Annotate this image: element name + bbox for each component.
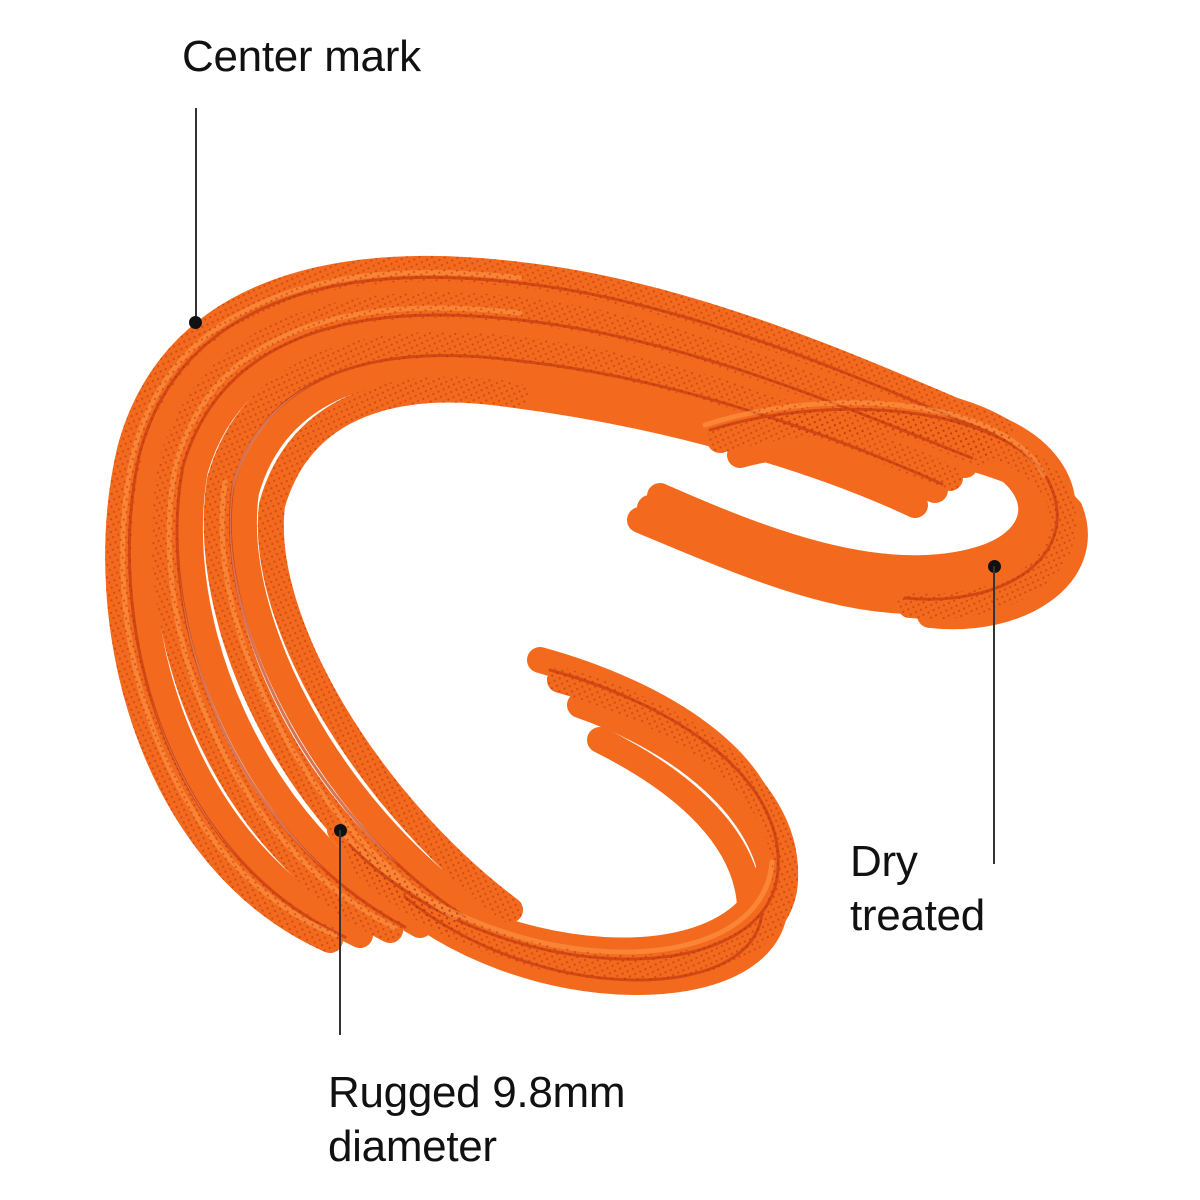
callout-diameter-leader xyxy=(339,830,341,1035)
callout-dry-treated-leader xyxy=(993,566,995,864)
callout-dry-treated-label: Dry treated xyxy=(850,835,985,943)
callout-diameter-label: Rugged 9.8mm diameter xyxy=(328,1066,626,1174)
callout-dry-treated-dot xyxy=(988,560,1001,573)
callout-center-mark-dot xyxy=(189,316,202,329)
callout-dry-treated-line-2: treated xyxy=(850,891,985,940)
callout-center-mark-line-1: Center mark xyxy=(182,32,421,81)
callout-center-mark-label: Center mark xyxy=(182,30,421,84)
callout-dry-treated-line-1: Dry xyxy=(850,837,918,886)
callout-diameter-line-1: Rugged 9.8mm xyxy=(328,1068,626,1117)
callout-diameter-dot xyxy=(334,824,347,837)
rope-body xyxy=(105,255,1088,995)
callout-center-mark-leader xyxy=(195,108,197,323)
callout-diameter-line-2: diameter xyxy=(328,1122,497,1171)
